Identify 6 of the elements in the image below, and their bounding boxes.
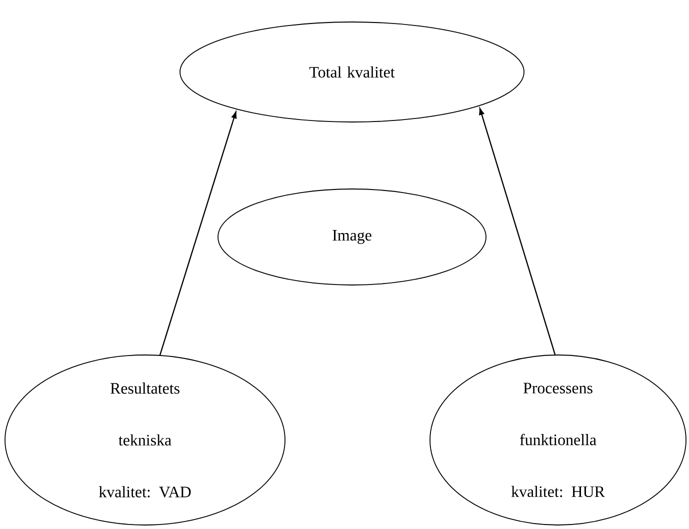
- arrow: [479, 108, 556, 355]
- ellipse-node: Resultatets tekniska kvalitet: VAD: [4, 354, 286, 526]
- arrow: [159, 112, 237, 356]
- ellipse-node: Processens funktionella kvalitet: HUR: [430, 354, 686, 526]
- ellipse-node: Image: [218, 188, 486, 286]
- ellipse-node: Total kvalitet: [180, 22, 524, 122]
